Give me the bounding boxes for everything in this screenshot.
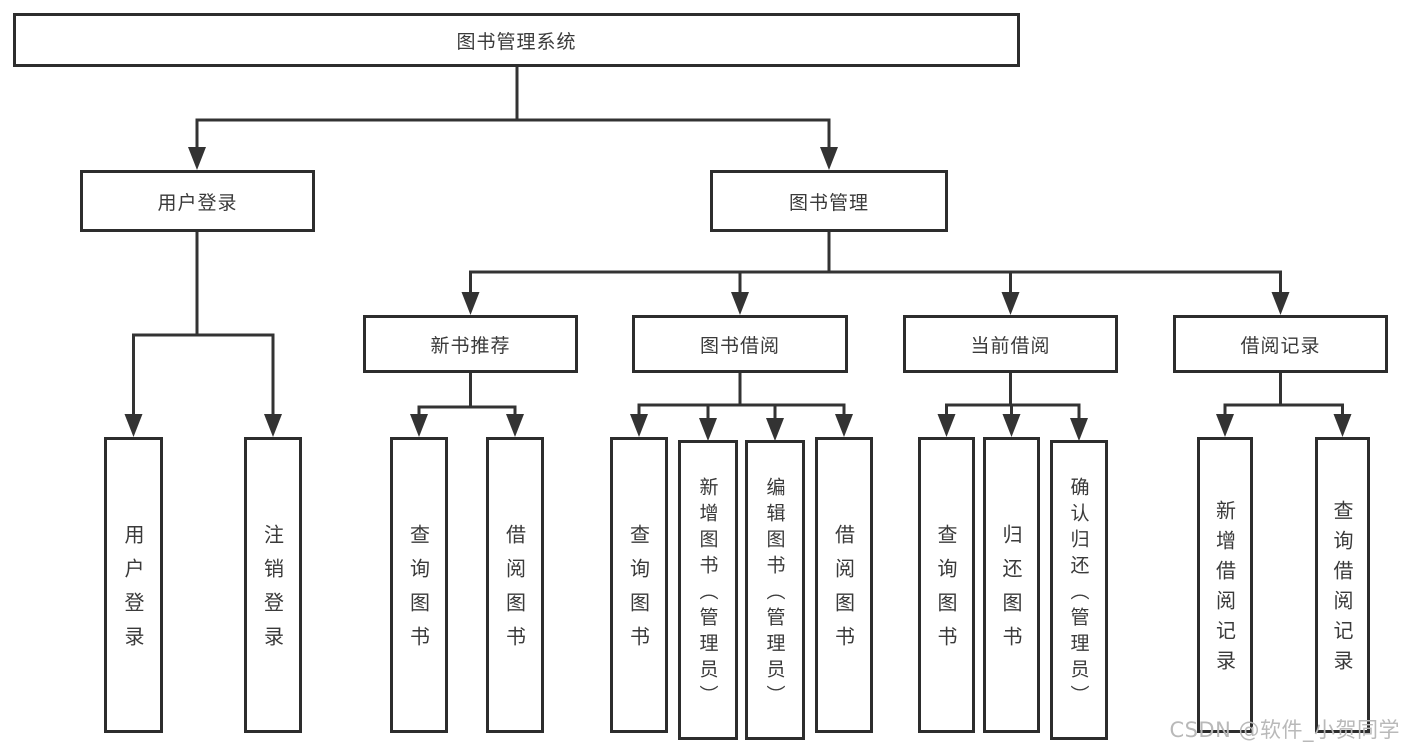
node-book-management: 图书管理: [710, 170, 948, 232]
leaf-return-books: 归还图书: [983, 437, 1040, 733]
leaf-confirm-return-admin: 确认归还（管理员）: [1050, 440, 1108, 740]
connector-book-management-children: [461, 232, 1290, 315]
leaf-add-books-admin: 新增图书（管理员）: [678, 440, 738, 740]
leaf-borrow-books-1: 借阅图书: [486, 437, 544, 733]
csdn-watermark: CSDN @软件_小贺同学: [1169, 718, 1400, 742]
node-borrowing-records: 借阅记录: [1173, 315, 1388, 373]
leaf-edit-books-admin: 编辑图书（管理员）: [745, 440, 805, 740]
leaf-query-books-1: 查询图书: [390, 437, 448, 733]
connector-user-login-children: [124, 232, 282, 437]
leaf-logout: 注销登录: [244, 437, 302, 733]
leaf-query-books-3: 查询图书: [918, 437, 975, 733]
connector-current-borrowing-children: [937, 373, 1088, 441]
leaf-query-books-2: 查询图书: [610, 437, 668, 733]
node-root-library-system: 图书管理系统: [13, 13, 1020, 67]
leaf-query-borrow-record: 查询借阅记录: [1315, 437, 1370, 733]
leaf-user-login: 用户登录: [104, 437, 163, 733]
node-new-book-recommendation: 新书推荐: [363, 315, 578, 373]
connector-root-to-level2: [188, 67, 838, 170]
node-user-login: 用户登录: [80, 170, 315, 232]
node-book-borrowing: 图书借阅: [632, 315, 848, 373]
connector-new-book-children: [410, 373, 524, 437]
leaf-borrow-books-2: 借阅图书: [815, 437, 873, 733]
node-current-borrowing: 当前借阅: [903, 315, 1118, 373]
connector-borrowing-children: [630, 373, 853, 441]
leaf-add-borrow-record: 新增借阅记录: [1197, 437, 1253, 733]
connector-records-children: [1216, 373, 1352, 437]
